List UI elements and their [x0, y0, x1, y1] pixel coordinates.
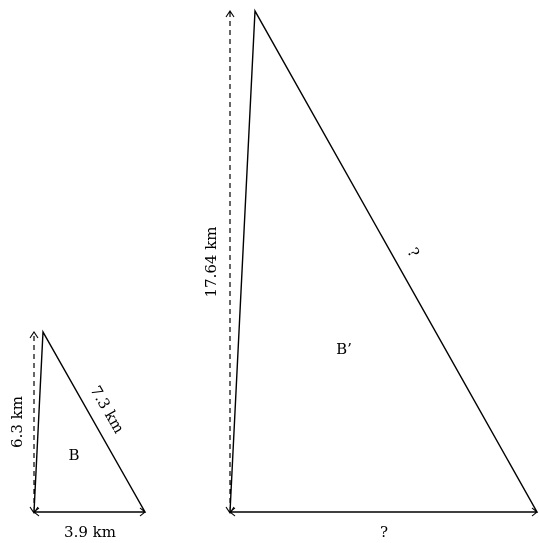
triangle-b-base-left-arrow: [33, 507, 40, 517]
triangle-b-group: 6.3 km 7.3 km B 3.9 km: [8, 329, 147, 541]
triangle-b-prime-hypotenuse-label: ?: [404, 245, 424, 261]
triangle-b: [33, 329, 147, 513]
triangle-b-base-label: 3.9 km: [64, 523, 116, 541]
triangle-b-prime-base-label: ?: [380, 523, 388, 541]
triangle-b-name: B: [68, 446, 79, 464]
triangle-b-height-label: 6.3 km: [8, 396, 26, 448]
triangle-b-prime: [229, 8, 539, 513]
triangle-b-prime-base-left-arrow: [229, 507, 236, 517]
triangle-b-height-top-arrow: [29, 331, 39, 339]
triangle-b-prime-base-right-arrow: [531, 507, 538, 517]
triangle-b-base-right-arrow: [139, 507, 146, 517]
triangle-b-prime-height-top-arrow: [225, 10, 235, 18]
triangle-b-prime-height-bottom-arrow: [225, 506, 235, 514]
triangle-b-prime-name: B’: [336, 340, 352, 358]
triangle-b-prime-height-label: 17.64 km: [202, 226, 220, 297]
triangle-b-prime-group: 17.64 km ? B’ ?: [202, 8, 539, 541]
triangle-b-height-bottom-arrow: [29, 506, 39, 514]
triangle-b-hypotenuse-label: 7.3 km: [87, 383, 129, 437]
